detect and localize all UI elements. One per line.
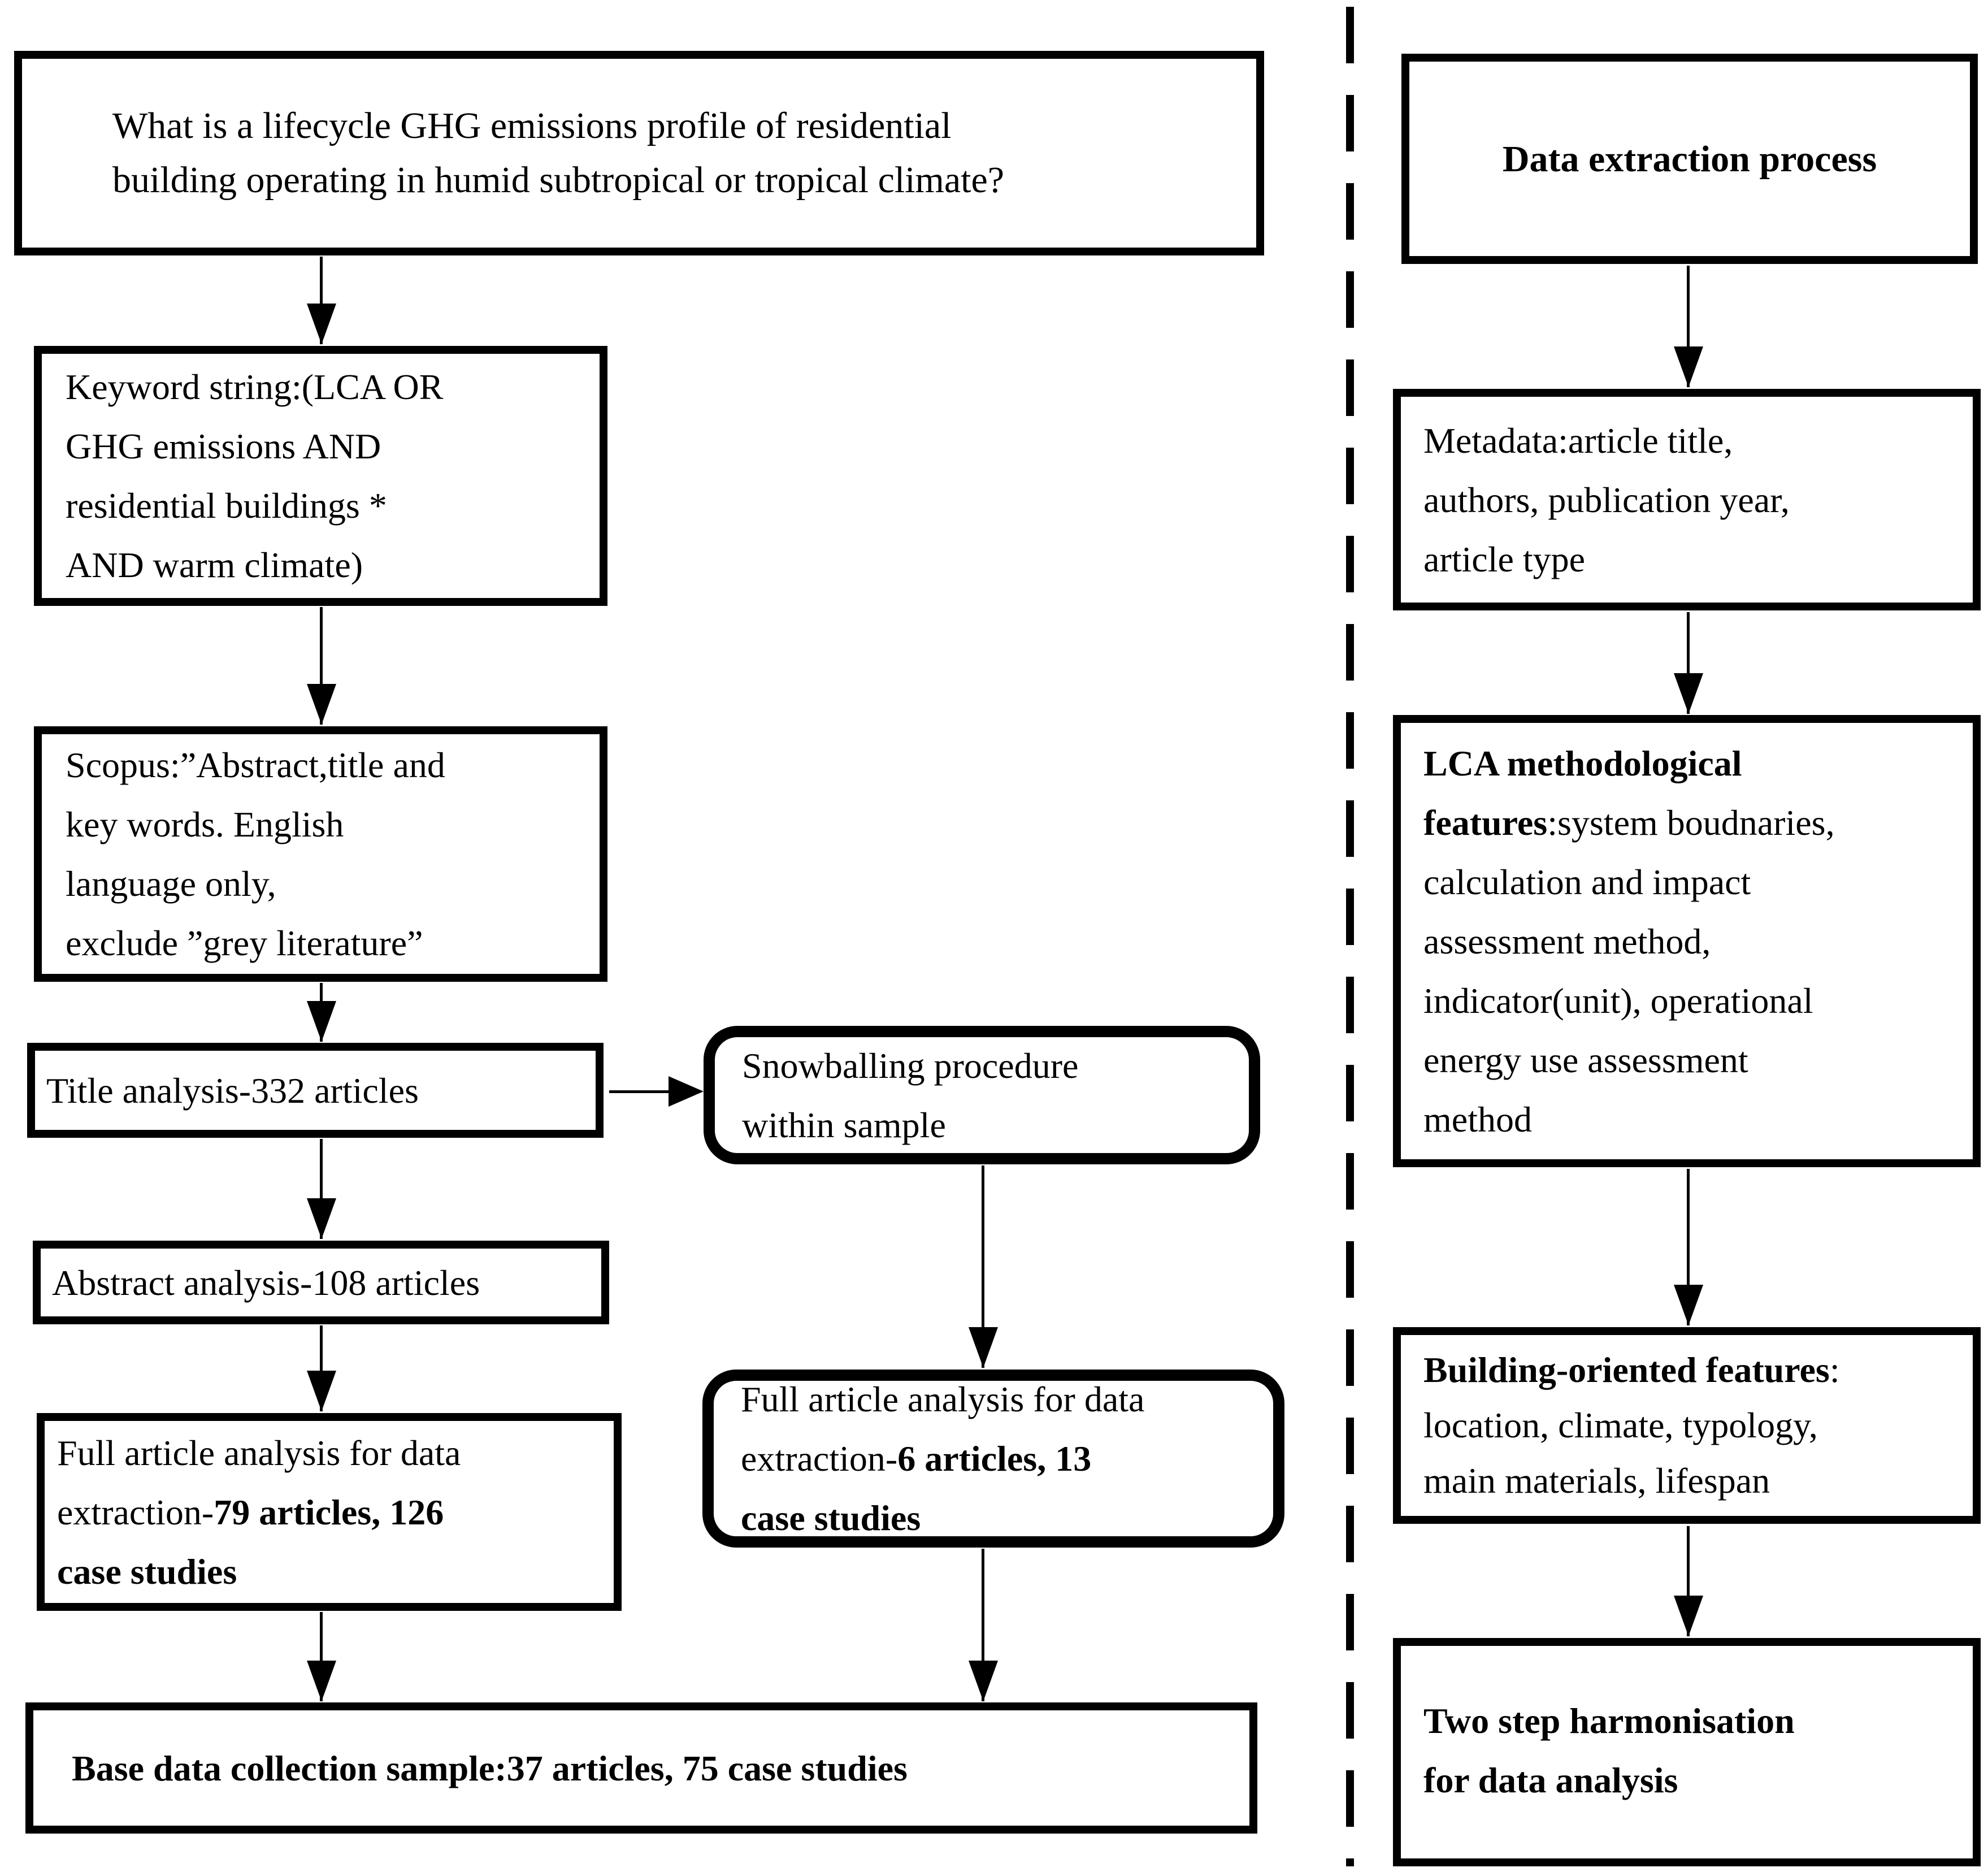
metadata-text: Metadata:article title, authors, publica… [1423,420,1790,579]
node-keyword-string: Keyword string:(LCA OR GHG emissions AND… [34,346,607,606]
base-sample-text: Base data collection sample:37 articles,… [72,1748,908,1788]
full-article-bold-text: 79 articles, 126 case studies [57,1492,444,1592]
right-arrow-icon [609,1076,704,1107]
harmonisation-text: Two step harmonisation for data analysis [1423,1701,1795,1800]
down-arrow-icon [1674,1169,1703,1325]
research-question-text: What is a lifecycle GHG emissions profil… [112,105,1005,201]
down-arrow-icon [1674,266,1703,387]
abstract-analysis-text: Abstract analysis-108 articles [52,1262,480,1303]
down-arrow-icon [307,1325,336,1411]
snowballing-text: Snowballing procedure within sample [742,1045,1079,1145]
lca-features-normal-text: :system boudnaries, calculation and impa… [1423,802,1835,1139]
title-analysis-text: Title analysis-332 articles [46,1070,419,1111]
down-arrow-icon [307,1139,336,1239]
keyword-string-text: Keyword string:(LCA OR GHG emissions AND… [66,367,444,585]
node-snowballing: Snowballing procedure within sample [704,1026,1260,1164]
node-lca-features: LCA methodological features:system boudn… [1393,715,1981,1167]
node-snowball-full-article: Full article analysis for data extractio… [702,1370,1284,1548]
full-article-normal-text: Full article analysis for data extractio… [57,1432,461,1532]
node-harmonisation: Two step harmonisation for data analysis [1393,1638,1981,1866]
node-scopus-filter: Scopus:”Abstract,title and key words. En… [34,726,607,982]
down-arrow-icon [1674,1526,1703,1636]
dashed-divider [1346,7,1354,1866]
down-arrow-icon [307,257,336,344]
snowball-full-normal-text: Full article analysis for data extractio… [741,1379,1145,1479]
node-full-article-analysis: Full article analysis for data extractio… [37,1413,622,1611]
building-features-text: Building-oriented features: location, cl… [1423,1342,1840,1509]
node-abstract-analysis: Abstract analysis-108 articles [33,1241,609,1324]
lca-features-bold-text: LCA methodological features [1423,743,1742,843]
down-arrow-icon [969,1549,998,1701]
building-features-normal-text: : location, climate, typology, main mate… [1423,1350,1840,1501]
node-metadata: Metadata:article title, authors, publica… [1393,389,1981,610]
snowball-full-bold-text: 6 articles, 13 case studies [741,1438,1092,1538]
full-article-analysis-text: Full article analysis for data extractio… [57,1423,461,1601]
lca-features-text: LCA methodological features:system boudn… [1423,734,1835,1149]
scopus-filter-text: Scopus:”Abstract,title and key words. En… [66,745,445,963]
down-arrow-icon [969,1165,998,1368]
snowball-full-article-text: Full article analysis for data extractio… [741,1370,1144,1548]
building-features-bold-text: Building-oriented features [1423,1350,1830,1390]
data-extraction-header-text: Data extraction process [1502,138,1877,180]
down-arrow-icon [1674,612,1703,714]
node-building-features: Building-oriented features: location, cl… [1393,1327,1981,1524]
down-arrow-icon [307,1612,336,1701]
node-base-sample: Base data collection sample:37 articles,… [25,1702,1257,1834]
node-research-question: What is a lifecycle GHG emissions profil… [14,51,1264,255]
node-data-extraction-header: Data extraction process [1401,54,1978,264]
down-arrow-icon [307,607,336,725]
node-title-analysis: Title analysis-332 articles [27,1043,604,1138]
down-arrow-icon [307,983,336,1042]
